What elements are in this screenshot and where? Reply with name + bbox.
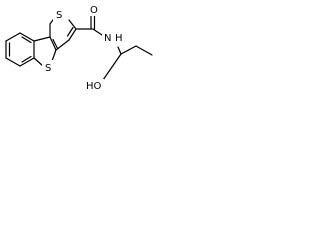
bond [21, 55, 32, 63]
bond [33, 36, 51, 42]
bond [5, 32, 21, 42]
bond [66, 26, 74, 37]
bond-lines [5, 14, 153, 81]
bond [21, 36, 32, 44]
sulfur-atom-label: S [45, 63, 51, 74]
bond [33, 57, 44, 67]
bond [135, 45, 153, 56]
atom-labels: S S O N H HO [42, 2, 124, 92]
bond [102, 66, 113, 81]
bond [111, 53, 122, 68]
bond [117, 46, 122, 55]
bond [19, 57, 35, 67]
hydroxyl-group-label: HO [86, 81, 102, 92]
bond [51, 49, 57, 62]
molecule-diagram: S S O N H HO [5, 2, 153, 92]
bond [68, 19, 77, 30]
bond [49, 36, 57, 51]
bond [52, 38, 59, 50]
bond [55, 39, 70, 51]
bond [68, 28, 77, 41]
bond [120, 45, 137, 55]
sulfur-atom-label: S [56, 10, 62, 21]
nitrogen-atom-label: N [104, 33, 111, 44]
bond [5, 57, 21, 67]
bond [19, 32, 35, 42]
hydrogen-atom-label: H [115, 33, 123, 44]
oxygen-atom-label: O [90, 5, 98, 16]
